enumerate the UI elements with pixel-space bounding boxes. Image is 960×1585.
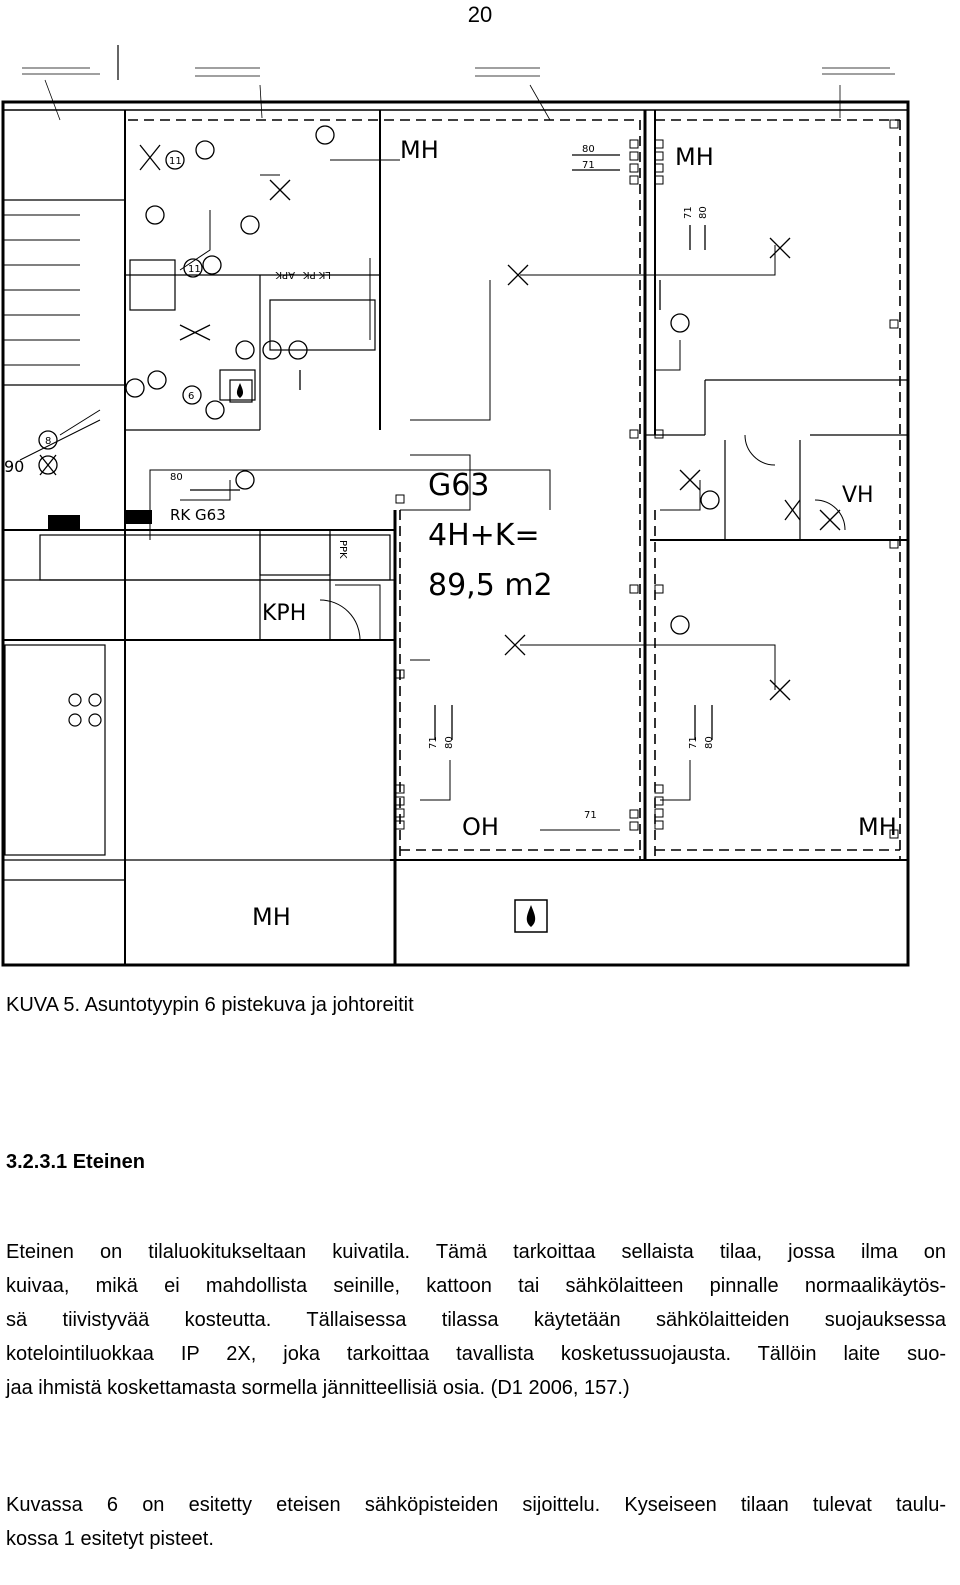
paragraph-line: Kuvassa 6 on esitetty eteisen sähköpiste… [6,1494,946,1516]
symbol-number: 11 [188,264,201,275]
room-label-mh: MH [400,136,439,164]
room-label-mh: MH [252,903,291,931]
floor-plan-drawing: G63 4H+K= 89,5 m2 MH MH MH MH KPH OH VH … [1,45,910,967]
symbol-number: 90 [4,457,24,476]
section-heading: 3.2.3.1 Eteinen [6,1151,145,1173]
room-label-kph: KPH [262,601,306,626]
lk-pk-label: LK PK [303,269,331,280]
room-label-vh: VH [842,483,874,508]
room-label-mh: MH [858,813,897,841]
paragraph-eteinen: Eteinen on tilaluokitukseltaan kuivatila… [6,1235,946,1405]
cable-number: 80 [444,736,455,749]
apartment-area-label: 89,5 m2 [428,568,553,603]
cable-number: 80 [582,144,595,155]
paragraph-line: jaa ihmistä koskettamasta sormella jänni… [6,1377,630,1399]
paragraph-line: kotelointiluokkaa IP 2X, joka tarkoittaa… [6,1343,946,1365]
rk-label: RK G63 [170,506,226,524]
outer-wall [1,100,910,967]
symbol-number: 6 [188,391,194,402]
cable-number: 71 [584,810,597,821]
paragraph-kuvassa: Kuvassa 6 on esitetty eteisen sähköpiste… [6,1488,946,1556]
paragraph-line: kuivaa, mikä ei mahdollista seinille, ka… [6,1275,946,1297]
symbol-number: 11 [169,156,182,167]
cable-number: 80 [698,206,709,219]
cable-number: 71 [428,736,439,749]
apartment-type-label: 4H+K= [428,518,540,553]
paragraph-line: Eteinen on tilaluokitukseltaan kuivatila… [6,1241,946,1263]
room-label-mh: MH [675,143,714,171]
page-number: 20 [467,2,493,27]
cable-number: 71 [582,160,595,171]
symbol-number: 8 [45,436,51,447]
apartment-code-label: G63 [428,468,489,503]
paragraph-line: sä tiivistyvää kosteutta. Tällaisessa ti… [6,1309,946,1331]
cable-number: 80 [170,472,183,483]
ppk-label: PPK [337,540,348,559]
cable-number: 71 [688,736,699,749]
cable-number: 71 [683,206,694,219]
apk-label: APK [275,269,295,280]
cable-number: 80 [704,736,715,749]
room-label-oh: OH [462,813,499,841]
figure-caption: KUVA 5. Asuntotyypin 6 pistekuva ja joht… [6,994,414,1016]
paragraph-line: kossa 1 esitetyt pisteet. [6,1528,214,1550]
